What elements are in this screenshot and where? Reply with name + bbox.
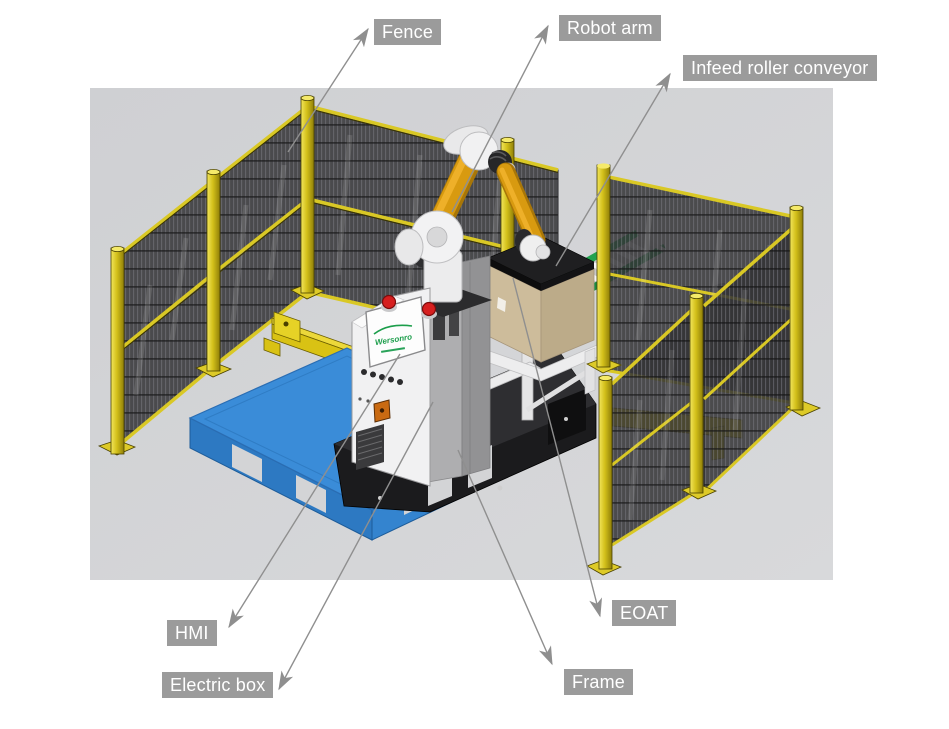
- robot-arm-arrow: [451, 24, 549, 213]
- hmi-logo-swoosh: [373, 324, 413, 335]
- frame-arrow: [457, 449, 553, 666]
- infeed-conveyor-arrow: [555, 72, 671, 267]
- fence-arrow: [287, 27, 369, 153]
- label-infeed-conveyor: Infeed roller conveyor: [683, 55, 877, 81]
- callout-arrows: [228, 24, 671, 691]
- fence-posts-right: [586, 204, 822, 576]
- label-eoat: EOAT: [612, 600, 677, 626]
- label-fence: Fence: [374, 19, 442, 45]
- robot-arm: [394, 125, 551, 303]
- hmi-button-row: [361, 369, 403, 385]
- eoat-gripper: [487, 235, 595, 291]
- label-hmi: HMI: [167, 620, 217, 646]
- hmi-panel: Wersonro: [351, 287, 437, 487]
- label-electric-box: Electric box: [162, 672, 274, 698]
- label-frame: Frame: [564, 669, 634, 695]
- hmi-arrow: [228, 353, 401, 629]
- fence-right-group: [586, 163, 822, 576]
- electric-box-arrow: [278, 401, 434, 691]
- hmi-screen: [365, 296, 426, 368]
- label-robot-arm: Robot arm: [559, 15, 661, 41]
- estop-button: [381, 294, 437, 319]
- eoat-arrow: [512, 277, 603, 618]
